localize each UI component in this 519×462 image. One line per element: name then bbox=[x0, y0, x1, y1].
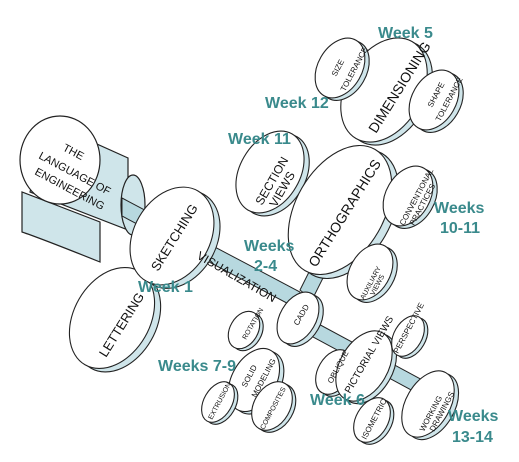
weeks-7-9-label: Weeks 7-9 bbox=[158, 358, 236, 375]
perspective-disc-face bbox=[391, 315, 425, 357]
week-12-label: Week 12 bbox=[265, 95, 329, 112]
auxiliary-views-disc bbox=[346, 243, 398, 303]
weeks-10-11-label-line1: Weeks bbox=[434, 200, 485, 217]
isometric-disc bbox=[353, 397, 395, 445]
rotation-disc-face bbox=[227, 310, 261, 350]
paper-roll bbox=[19, 115, 146, 263]
section-views-disc-face bbox=[235, 130, 305, 214]
shape-tolerance-disc-face bbox=[408, 69, 460, 131]
week-1-label: Week 1 bbox=[138, 279, 193, 296]
composites-disc bbox=[251, 381, 297, 433]
conventional-practices-disc bbox=[382, 165, 438, 229]
weeks-2-4-label-line2: 2-4 bbox=[254, 258, 277, 275]
extrusion-disc bbox=[201, 381, 239, 425]
sketching-disc-face bbox=[129, 186, 215, 286]
extrusion-disc-face bbox=[201, 381, 235, 423]
disc-group bbox=[68, 37, 464, 445]
composites-disc-face bbox=[251, 381, 293, 431]
weeks-10-11-label-line2: 10-11 bbox=[440, 220, 480, 237]
week-6-label: Week 6 bbox=[310, 392, 365, 409]
pictorial-views-disc bbox=[335, 330, 398, 405]
rotation-disc bbox=[227, 310, 264, 352]
weeks-2-4-label-line1: Weeks bbox=[244, 238, 295, 255]
shape-tolerance-disc bbox=[408, 69, 464, 133]
cadd-disc bbox=[276, 291, 324, 347]
paper-roll-sheet bbox=[21, 191, 101, 263]
week-11-label: Week 11 bbox=[228, 131, 291, 148]
working-drawings-disc-face bbox=[401, 370, 455, 438]
section-views-disc bbox=[235, 130, 310, 217]
lettering-disc bbox=[68, 266, 162, 373]
week-labels: Week 5 Week 12 Week 11 Weeks 10-11 Weeks… bbox=[138, 25, 499, 446]
pictorial-views-disc-face bbox=[335, 330, 393, 402]
auxiliary-views-disc-face bbox=[346, 243, 394, 301]
weeks-13-14-label-line1: Weeks bbox=[448, 408, 499, 425]
isometric-disc-face bbox=[353, 397, 391, 443]
size-tolerance-disc bbox=[314, 37, 370, 101]
weeks-13-14-label-line2: 13-14 bbox=[452, 429, 493, 446]
week-5-label: Week 5 bbox=[378, 25, 433, 42]
working-drawings-disc bbox=[401, 370, 460, 441]
perspective-disc bbox=[391, 315, 429, 359]
cadd-disc-face bbox=[276, 291, 320, 345]
paper-roll-end bbox=[19, 115, 101, 205]
orthographics-disc-face bbox=[287, 144, 393, 276]
conventional-practices-disc-face bbox=[382, 165, 434, 227]
size-tolerance-disc-face bbox=[314, 37, 366, 99]
